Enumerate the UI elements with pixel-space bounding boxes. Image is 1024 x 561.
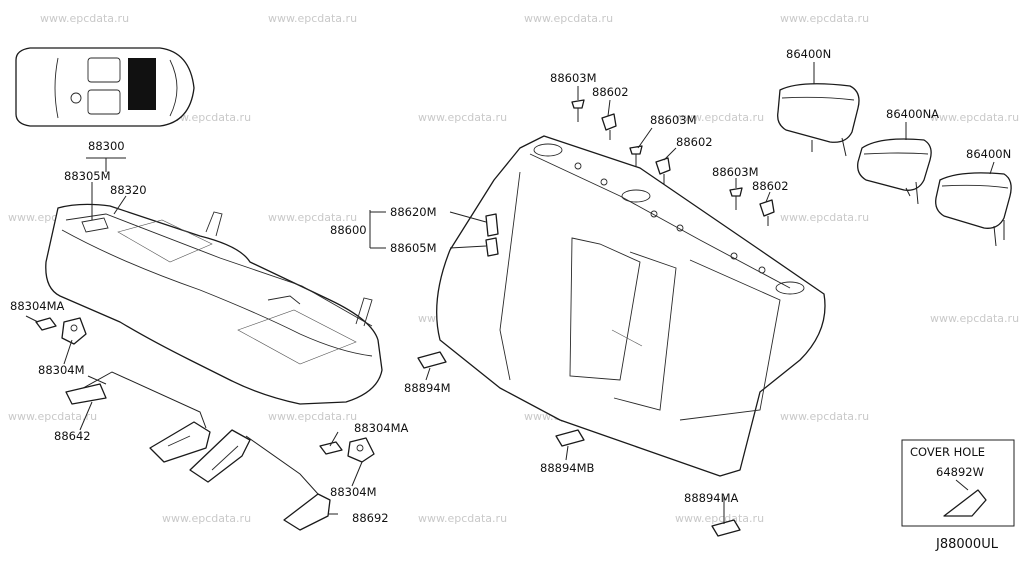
bracket-88620m: [485, 213, 499, 237]
label-88894mb: 88894MB: [540, 461, 595, 475]
screw-88603m-b: [629, 145, 643, 166]
hook-88304m-a: [61, 317, 87, 345]
watermark: www.epcdata.ru: [268, 12, 357, 25]
label-88642: 88642: [54, 429, 91, 443]
cover-hole-part-number: 64892W: [936, 465, 984, 479]
screw-88603m-c: [729, 187, 743, 210]
clip-88894m: [417, 351, 447, 369]
watermark: www.epcdata.ru: [8, 410, 97, 423]
cover-hole-icon: [943, 489, 987, 517]
wire-88642: [65, 371, 211, 463]
seat-back-88600: [436, 135, 826, 477]
label-88603m: 88603M: [550, 71, 597, 85]
watermark: www.epcdata.ru: [268, 410, 357, 423]
headrest-86400na: [857, 138, 932, 205]
watermark: www.epcdata.ru: [418, 512, 507, 525]
diagram-code: J88000UL: [935, 537, 999, 552]
label-88304m: 88304M: [330, 485, 377, 499]
label-88603m: 88603M: [712, 165, 759, 179]
wire-88692: [189, 429, 331, 531]
cover-hole-title: COVER HOLE: [910, 445, 985, 459]
grommet-88602-a: [601, 113, 617, 140]
label-88300: 88300: [88, 139, 125, 153]
label-88894m: 88894M: [404, 381, 451, 395]
watermark: www.epcdata.ru: [418, 111, 507, 124]
watermark: www.epcdata.ru: [780, 12, 869, 25]
headrest-86400n-b: [935, 172, 1012, 247]
hook-88304m-b: [347, 437, 375, 463]
label-88602: 88602: [592, 85, 629, 99]
headrest-86400n-a: [777, 83, 860, 157]
label-86400n: 86400N: [786, 47, 831, 61]
watermark: www.epcdata.ru: [930, 111, 1019, 124]
grommet-88602-c: [759, 199, 775, 226]
highlighted-rear-seat-icon: [128, 58, 156, 110]
clip-88304ma-a: [35, 317, 57, 331]
label-86400na: 86400NA: [886, 107, 939, 121]
part-labels: 88300 88305M 88320 88304MA 88304M 88642 …: [10, 47, 1011, 552]
label-88603m: 88603M: [650, 113, 697, 127]
watermark: www.epcdata.ru: [268, 211, 357, 224]
watermark: www.epcdata.ru: [780, 211, 869, 224]
vehicle-locator-icon: [15, 47, 195, 127]
watermark: www.epcdata.ru: [780, 410, 869, 423]
watermark: www.epcdata.ru: [40, 12, 129, 25]
watermark: www.epcdata.ru: [930, 312, 1019, 325]
clip-88894mb: [555, 429, 585, 447]
label-88605m: 88605M: [390, 241, 437, 255]
label-88894ma: 88894MA: [684, 491, 739, 505]
watermark: www.epcdata.ru: [162, 512, 251, 525]
label-88620m: 88620M: [390, 205, 437, 219]
watermark: www.epcdata.ru: [524, 12, 613, 25]
label-88304ma: 88304MA: [10, 299, 65, 313]
watermark: www.epcdata.ru: [675, 111, 764, 124]
label-88602: 88602: [752, 179, 789, 193]
label-88304ma: 88304MA: [354, 421, 409, 435]
clip-88304ma-b: [319, 441, 343, 455]
label-88304m: 88304M: [38, 363, 85, 377]
seat-cushion-88300: [45, 203, 383, 405]
watermark: www.epcdata.ru: [675, 512, 764, 525]
label-88602: 88602: [676, 135, 713, 149]
clip-88894ma: [711, 519, 741, 537]
label-88692: 88692: [352, 511, 389, 525]
label-88600: 88600: [330, 223, 367, 237]
cover-hole-inset: COVER HOLE 64892W: [901, 439, 1015, 527]
screw-88603m-a: [571, 99, 585, 122]
label-88320: 88320: [110, 183, 147, 197]
bracket-88605m: [485, 237, 499, 257]
label-88305m: 88305M: [64, 169, 111, 183]
label-86400n: 86400N: [966, 147, 1011, 161]
leader-lines: [25, 62, 995, 524]
